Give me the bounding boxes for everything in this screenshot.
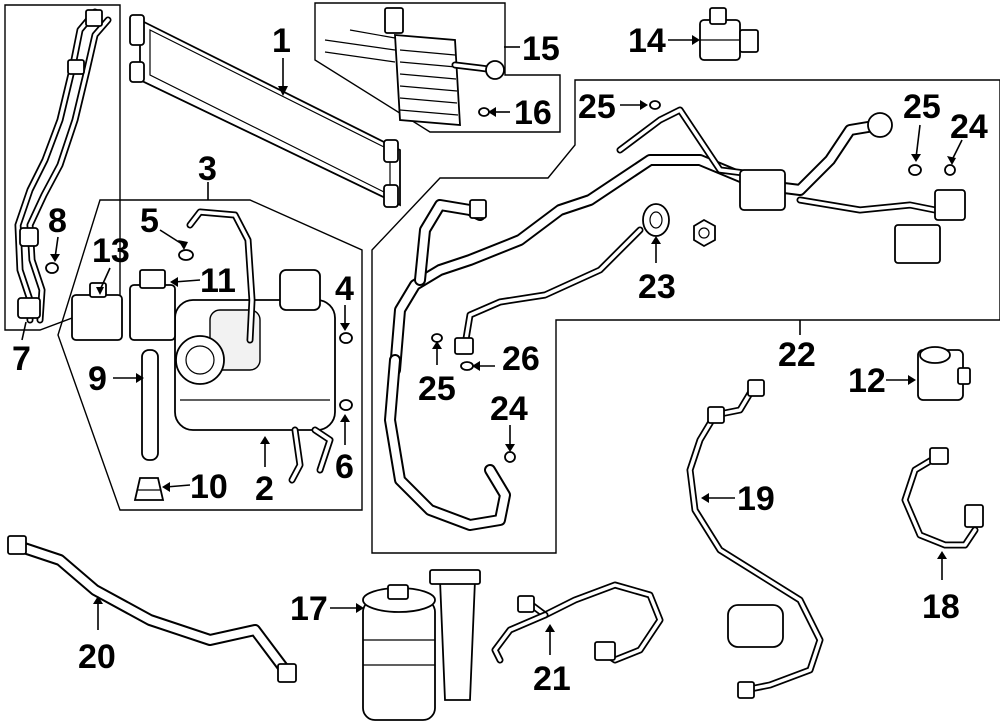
bushing-23 xyxy=(642,203,670,237)
frame-hose-group xyxy=(371,79,1000,554)
callout-labels: 1 2 3 4 5 6 7 8 9 10 11 12 13 14 15 16 1… xyxy=(12,22,988,698)
o-ring-25a xyxy=(649,100,661,110)
frame-cooler-group xyxy=(314,2,561,133)
o-ring-24b xyxy=(504,451,516,463)
drier-element-9 xyxy=(141,349,159,461)
callout-20[interactable]: 20 xyxy=(78,638,116,676)
pressure-switch-14 xyxy=(699,7,759,61)
hose-21 xyxy=(491,581,664,664)
compressor xyxy=(174,269,336,484)
callout-1[interactable]: 1 xyxy=(272,22,291,60)
callout-24-top[interactable]: 24 xyxy=(950,108,988,146)
callout-18[interactable]: 18 xyxy=(922,588,960,626)
hose-18 xyxy=(901,447,984,549)
callout-7[interactable]: 7 xyxy=(12,340,31,378)
nut-23b xyxy=(693,218,716,248)
callout-26[interactable]: 26 xyxy=(502,340,540,378)
callout-4[interactable]: 4 xyxy=(335,270,354,308)
callout-5[interactable]: 5 xyxy=(140,202,159,240)
callout-6[interactable]: 6 xyxy=(335,448,354,486)
leader-lines xyxy=(21,35,963,655)
callout-23[interactable]: 23 xyxy=(638,268,676,306)
receiver-drier-17 xyxy=(362,569,481,721)
callout-2[interactable]: 2 xyxy=(255,470,274,508)
callout-13[interactable]: 13 xyxy=(92,232,130,270)
plug-10 xyxy=(133,477,165,501)
condenser xyxy=(129,14,401,208)
callout-24-lower[interactable]: 24 xyxy=(490,390,528,428)
callout-3[interactable]: 3 xyxy=(198,150,217,188)
hose-20 xyxy=(7,535,297,683)
callout-12[interactable]: 12 xyxy=(848,362,886,400)
o-ring-5 xyxy=(178,249,194,261)
o-ring-8 xyxy=(45,262,59,274)
callout-19[interactable]: 19 xyxy=(737,480,775,518)
callout-14[interactable]: 14 xyxy=(628,22,666,60)
o-ring-24a xyxy=(944,164,956,176)
callout-10[interactable]: 10 xyxy=(190,468,228,506)
callout-22[interactable]: 22 xyxy=(778,336,816,374)
callout-8[interactable]: 8 xyxy=(48,202,67,240)
o-ring-4 xyxy=(339,332,353,344)
o-ring-25c xyxy=(431,333,443,343)
callout-21[interactable]: 21 xyxy=(533,660,571,698)
manifold-hose-assembly xyxy=(384,106,966,531)
liquid-line-19 xyxy=(686,379,824,699)
callout-25-top-left[interactable]: 25 xyxy=(578,88,616,126)
callout-17[interactable]: 17 xyxy=(290,590,328,628)
callout-15[interactable]: 15 xyxy=(522,30,560,68)
o-ring-25b xyxy=(908,164,922,176)
o-ring-26 xyxy=(460,361,474,371)
switch-11 xyxy=(129,269,176,341)
o-ring-6 xyxy=(339,399,353,411)
suction-tube-5-inner xyxy=(188,210,254,342)
expansion-valve-12 xyxy=(917,346,971,401)
oil-cooler xyxy=(324,7,505,126)
callout-25-lower[interactable]: 25 xyxy=(418,370,456,408)
callout-25-top-right[interactable]: 25 xyxy=(903,88,941,126)
callout-11[interactable]: 11 xyxy=(200,262,236,300)
clutch-relay-13 xyxy=(71,282,123,341)
condenser-line-assembly xyxy=(14,8,112,324)
callout-9[interactable]: 9 xyxy=(88,360,107,398)
o-ring-16 xyxy=(478,107,490,117)
callout-16[interactable]: 16 xyxy=(514,94,552,132)
frame-compressor-group xyxy=(57,199,363,511)
